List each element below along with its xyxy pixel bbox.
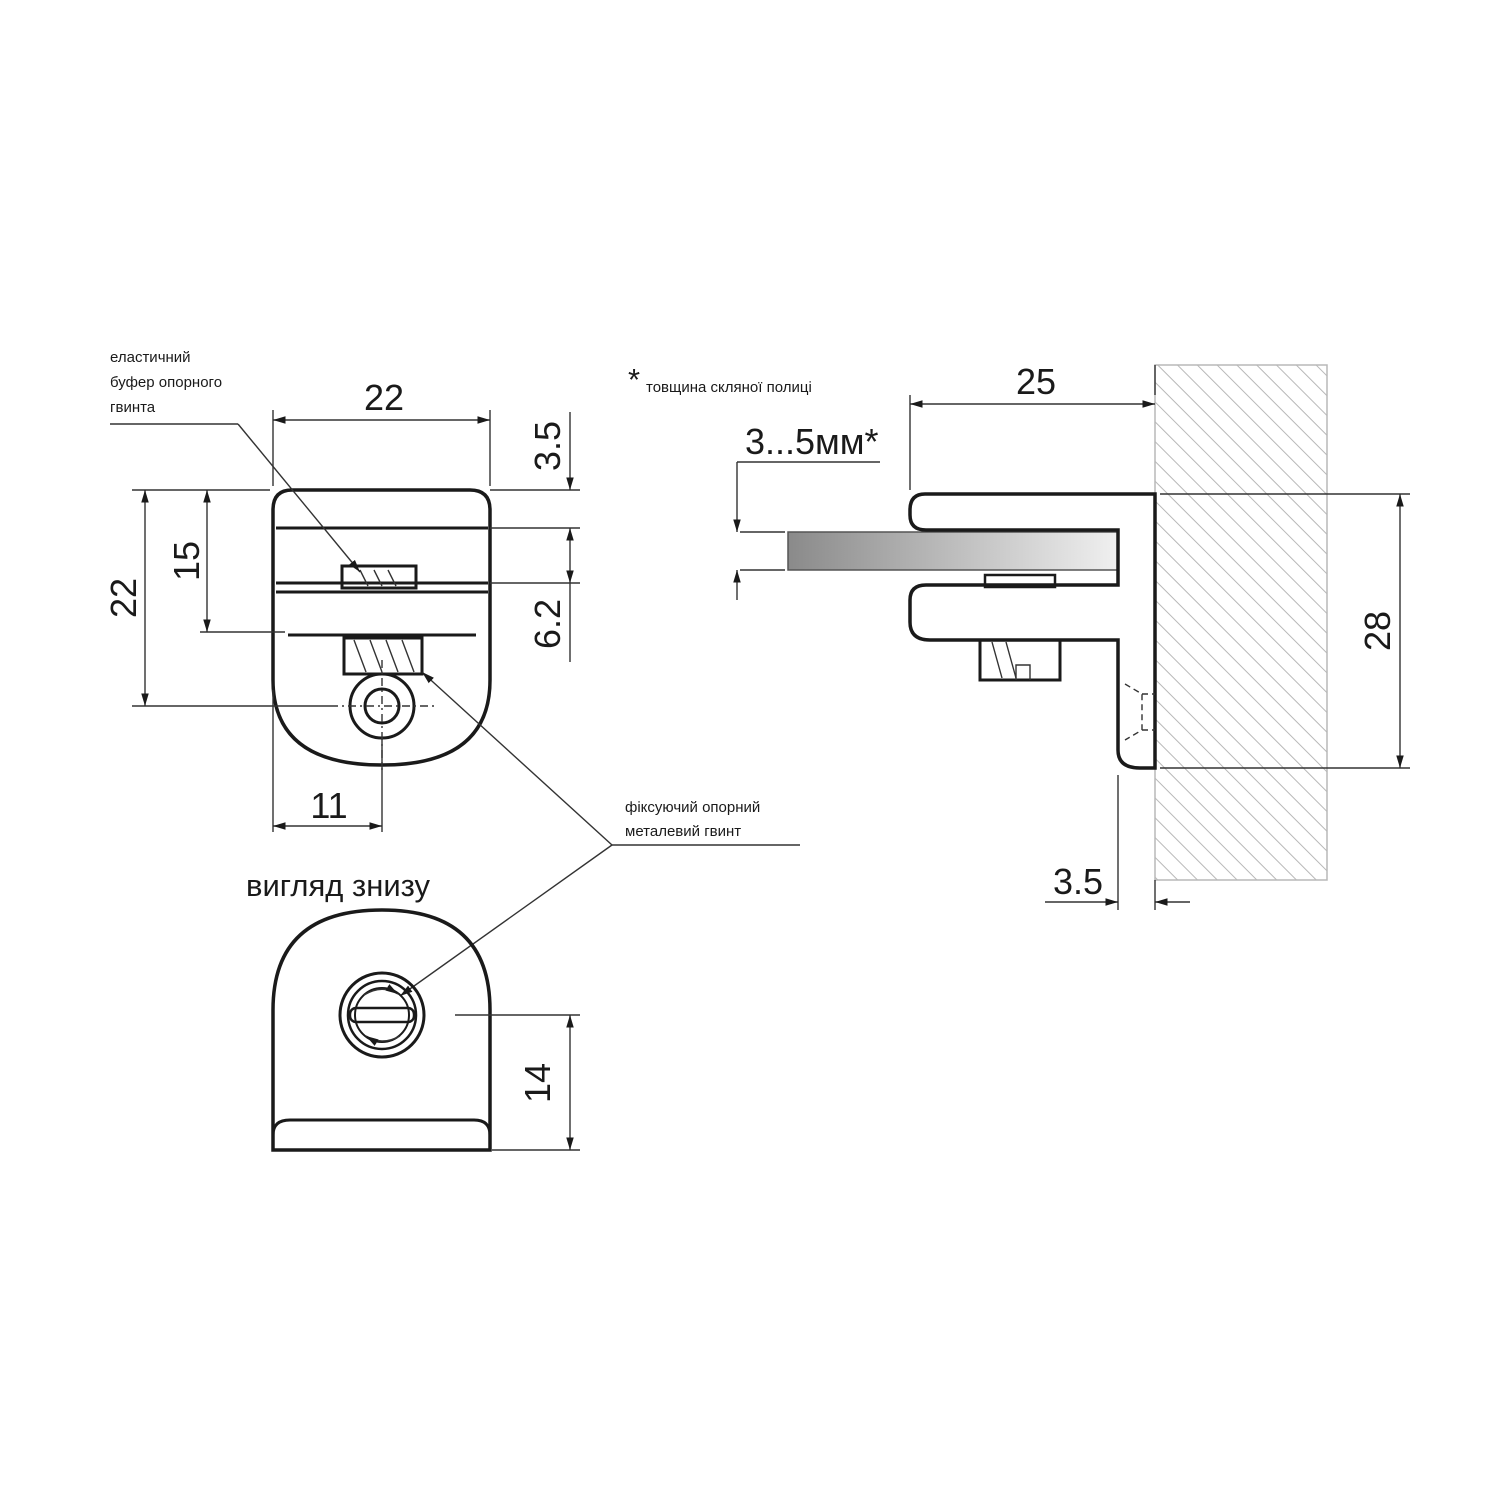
side-dim-height: 28 (1357, 611, 1398, 651)
screw-label-line1: фіксуючий опорний (625, 799, 760, 816)
front-dim-height: 22 (103, 578, 144, 618)
bottom-view-title: вигляд знизу (246, 868, 431, 903)
buffer-label-line3: гвинта (110, 399, 156, 416)
front-dim-middle: 6.2 (527, 599, 568, 649)
buffer-screw (340, 564, 418, 590)
bottom-body-outline (271, 908, 492, 1152)
rotation-arrow-icon (365, 1035, 401, 1046)
side-dim-glass: 3...5мм* (745, 421, 879, 462)
front-dim-width: 22 (364, 377, 404, 418)
front-dim-top: 3.5 (527, 421, 568, 471)
bottom-screw-outer (338, 971, 426, 1059)
bracket-profile (908, 492, 1157, 770)
bottom-screw-head (354, 987, 410, 1043)
front-dim-inner: 15 (166, 541, 207, 581)
buffer-label-line1: еластичний (110, 349, 191, 366)
bottom-screw-ring (346, 979, 418, 1051)
bottom-dim-depth: 14 (517, 1063, 558, 1103)
screw-label-line2: металевий гвинт (625, 823, 741, 840)
screw-label: фіксуючий опорний металевий гвинт (399, 671, 800, 997)
buffer-screw-side (983, 573, 1057, 589)
buffer-label: еластичний буфер опорного гвинта (110, 349, 361, 573)
wall-section (1154, 364, 1328, 881)
glass-note-asterisk: * (628, 362, 640, 397)
front-bottom-pad (276, 590, 488, 637)
side-dim-depth: 25 (1016, 361, 1056, 402)
side-view: * товщина скляної полиці 25 3...5мм* 28 … (628, 361, 1410, 910)
fixing-screw-side (978, 638, 1062, 682)
front-view: 22 22 15 3.5 6.2 11 (103, 377, 580, 832)
bottom-screw-slot (348, 1006, 416, 1024)
buffer-label-line2: буфер опорного (110, 374, 222, 391)
glass-note: товщина скляної полиці (646, 379, 812, 396)
side-dim-base: 3.5 (1053, 861, 1103, 902)
glass-shelf (787, 531, 1119, 571)
bottom-view: вигляд знизу 14 (246, 868, 580, 1152)
mounting-hole-inner (363, 687, 401, 725)
rotation-arrow-icon (363, 984, 399, 996)
hidden-screw-lines (1124, 683, 1155, 741)
front-dim-offset: 11 (310, 785, 347, 826)
bottom-front-pad (271, 1118, 492, 1150)
